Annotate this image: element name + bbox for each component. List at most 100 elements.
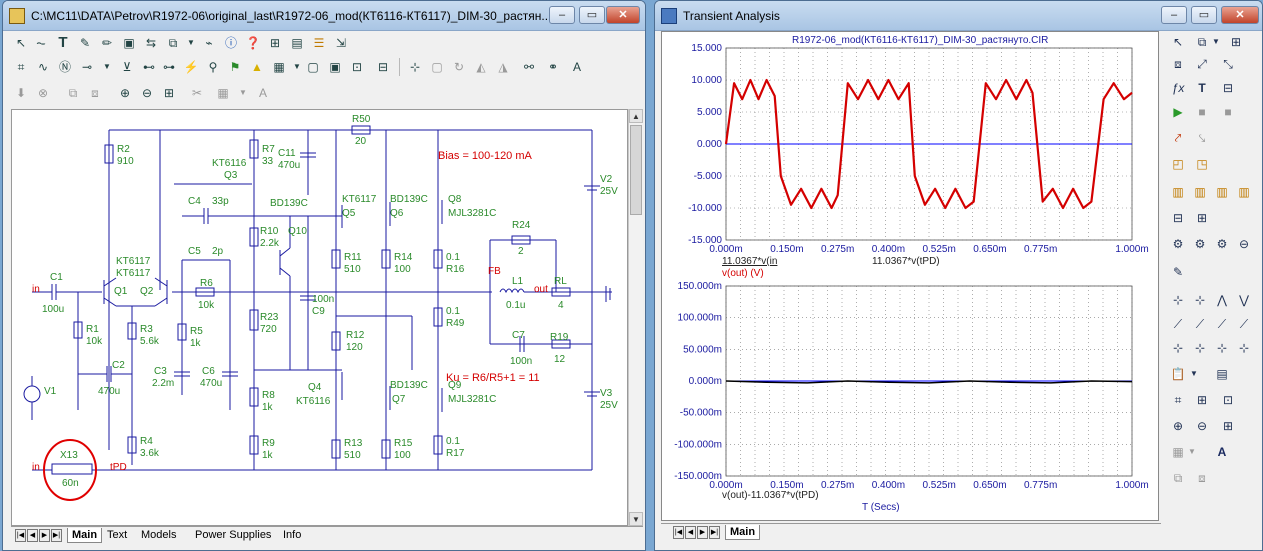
border-icon[interactable]: ⊡ (351, 60, 363, 74)
clipboard-icon[interactable]: 📋 (1170, 367, 1186, 381)
stop-icon[interactable]: ■ (1224, 105, 1232, 119)
tool1-icon[interactable]: ⚙ (1172, 237, 1184, 251)
find-binoculars-icon[interactable]: ⚭ (547, 60, 559, 74)
pin-icon[interactable]: ⊸ (81, 60, 93, 74)
peak-icon[interactable]: ⤤ (1174, 131, 1182, 145)
select-arrow-icon[interactable]: ↖ (1172, 35, 1184, 49)
fit-icon[interactable]: ⤢ (1197, 57, 1207, 71)
show-power-icon[interactable]: ⚑ (229, 60, 241, 74)
close-button[interactable]: ✕ (606, 6, 640, 24)
bounding-box-icon[interactable]: ⊹ (409, 60, 421, 74)
merge-icon[interactable]: ⊞ (1196, 211, 1208, 225)
nav-first-button[interactable]: |◀ (673, 526, 684, 539)
formula-icon[interactable]: ƒx (1171, 81, 1185, 95)
text-icon[interactable]: T (1198, 81, 1206, 95)
tab-info[interactable]: Info (283, 529, 302, 541)
transient-close-button[interactable]: ✕ (1221, 6, 1259, 24)
zoom-in-icon[interactable]: ⊕ (1172, 419, 1184, 433)
nav-last-button[interactable]: ▶| (709, 526, 720, 539)
tab-main[interactable]: Main (725, 525, 761, 540)
font-icon[interactable]: A (1217, 445, 1227, 459)
wire-icon[interactable]: ⏦ (36, 36, 46, 50)
copy-icon[interactable]: ⧉ (168, 36, 178, 50)
transient-maximize-button[interactable]: ▭ (1191, 6, 1217, 24)
disabled-stop-icon[interactable]: ⊗ (37, 86, 49, 100)
cursor-peak-icon[interactable]: ⊹ (1172, 293, 1184, 307)
network-icon[interactable]: ⊞ (269, 36, 281, 50)
info-icon[interactable]: ⓘ (224, 36, 237, 50)
dropdown-arrow-icon[interactable]: ▼ (1188, 447, 1196, 456)
disabled-paste-icon[interactable]: ⧈ (91, 86, 99, 100)
tab-power-supplies[interactable]: Power Supplies (195, 529, 272, 541)
node-names-icon[interactable]: Ⓝ (58, 60, 71, 74)
align-icon[interactable]: ⊞ (1196, 393, 1208, 407)
lightning-icon[interactable]: ⚡ (183, 60, 199, 74)
tab-main[interactable]: Main (67, 528, 103, 543)
nav-prev-button[interactable]: ◀ (27, 529, 38, 542)
zoom-out-icon[interactable]: ⊖ (1196, 419, 1208, 433)
cursor-global-icon[interactable]: ⟋ (1217, 317, 1227, 331)
disabled-paste-icon[interactable]: ⧈ (1198, 471, 1206, 485)
disabled-down-icon[interactable]: ⬇ (15, 86, 27, 100)
cursor-slope-icon[interactable]: ⟋ (1195, 317, 1205, 331)
scroll-down-arrow[interactable]: ▼ (629, 512, 643, 526)
title-block-icon[interactable]: ▣ (329, 60, 341, 74)
disabled-font-icon[interactable]: A (258, 86, 267, 100)
dropdown-arrow-icon[interactable]: ▼ (293, 62, 301, 71)
warning-icon[interactable]: ▲ (251, 60, 263, 74)
schematic-titlebar[interactable]: C:\MC11\DATA\Petrov\R1972-06\original_la… (3, 1, 645, 31)
disabled-cut-icon[interactable]: ✂ (191, 86, 203, 100)
dropdown-arrow-icon[interactable]: ▼ (1212, 37, 1220, 46)
properties-icon[interactable]: ⊟ (377, 60, 389, 74)
rectangle-icon[interactable]: ▢ (431, 60, 443, 74)
schematic-canvas[interactable]: R2 910 R7 33 C11 470u R50 20 KT6116 Q3 C… (11, 109, 628, 526)
scale-icon[interactable]: ⊞ (1230, 35, 1242, 49)
text-format-icon[interactable]: A (572, 60, 581, 74)
plot-grid2-icon[interactable]: ▥ (1194, 185, 1206, 199)
tab-models[interactable]: Models (141, 529, 177, 541)
grid-list-icon[interactable]: ☰ (313, 36, 325, 50)
export-icon[interactable]: ⇲ (335, 36, 347, 50)
plot-canvas[interactable]: R1972-06_mod(КТ6116-КТ6117)_DIM-30_растя… (661, 31, 1159, 521)
list-icon[interactable]: ▤ (1216, 367, 1228, 381)
tab-text[interactable]: Text (107, 529, 128, 541)
component-icon[interactable]: ▣ (123, 36, 135, 50)
transient-minimize-button[interactable]: – (1161, 6, 1187, 24)
node-numbers-icon[interactable]: ⌗ (17, 60, 25, 74)
transient-titlebar[interactable]: Transient Analysis – ▭ ✕ (655, 1, 1262, 31)
maximize-button[interactable]: ▭ (579, 6, 605, 24)
show-current-icon[interactable]: ⚲ (208, 60, 218, 74)
plot-grid4-icon[interactable]: ▥ (1238, 185, 1250, 199)
select-arrow-icon[interactable]: ↖ (15, 36, 27, 50)
fit-width-icon[interactable]: ⊡ (1222, 393, 1234, 407)
nav-last-button[interactable]: ▶| (51, 529, 62, 542)
grid-icon[interactable]: ▦ (273, 60, 285, 74)
disabled-grid-icon[interactable]: ▦ (1172, 445, 1184, 459)
cursor-valley-icon[interactable]: ⊹ (1194, 293, 1206, 307)
zoom-in-icon[interactable]: ⊕ (119, 86, 131, 100)
attribute-text-icon[interactable]: ⊻ (122, 60, 132, 74)
zoom-window-icon[interactable]: ⧈ (1174, 57, 1182, 71)
disabled-copy-icon[interactable]: ⧉ (68, 86, 78, 100)
zoom-out-icon[interactable]: ⊖ (141, 86, 153, 100)
nav-next-button[interactable]: ▶ (39, 529, 50, 542)
cursor-c-icon[interactable]: ⊹ (1216, 341, 1228, 355)
cursor-b-icon[interactable]: ⊹ (1194, 341, 1206, 355)
pin-connections-icon[interactable]: ⊷ (143, 60, 155, 74)
dropdown-arrow-icon[interactable]: ▼ (1190, 369, 1198, 378)
edit-icon[interactable]: ✎ (1172, 265, 1184, 279)
tool3-icon[interactable]: ⚙ (1216, 237, 1228, 251)
cursor-a-icon[interactable]: ⊹ (1172, 341, 1184, 355)
edit-list-icon[interactable]: ▤ (291, 36, 303, 50)
pencil-icon[interactable]: ✏ (101, 36, 113, 50)
probe-icon[interactable]: ⌁ (205, 36, 213, 50)
cursor-mode2-icon[interactable]: ◳ (1196, 157, 1208, 171)
text-tool-icon[interactable]: T (58, 34, 68, 51)
bus-icon[interactable]: ⇆ (145, 36, 157, 50)
page-icon[interactable]: ▢ (307, 60, 319, 74)
zoom-fit-icon[interactable]: ⊞ (1222, 419, 1234, 433)
plot-grid3-icon[interactable]: ▥ (1216, 185, 1228, 199)
cursor-inflect-icon[interactable]: ⟋ (1173, 317, 1183, 331)
tool2-icon[interactable]: ⚙ (1194, 237, 1206, 251)
cursor-low-icon[interactable]: ⋁ (1239, 293, 1249, 307)
